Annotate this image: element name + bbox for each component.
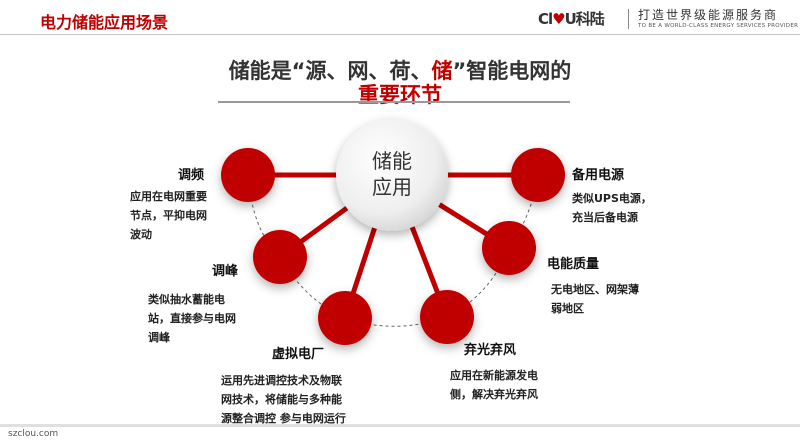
node-desc-power-quality: 无电地区、网架薄弱地区 (551, 283, 639, 315)
footer-divider (0, 424, 800, 427)
main-title-highlight: 重要环节 (358, 83, 442, 107)
node-desc-backup: 类似UPS电源，充当后备电源 (572, 192, 652, 224)
node-label-curtailment: 弃光弃风 (464, 343, 517, 358)
node-label-virtual-plant: 虚拟电厂 (272, 347, 325, 362)
node-label-peak: 调峰 (212, 264, 239, 279)
node-circle-backup (511, 148, 565, 202)
logo-separator (628, 9, 629, 29)
main-title: 储能是“源、网、荷、储”智能电网的 (228, 59, 572, 83)
node-desc-frequency: 应用在电网重要节点，平抑电网波动 (130, 190, 207, 241)
center-label: 储能应用 (372, 149, 412, 199)
slogan: 打造世界级能源服务商 (638, 8, 779, 22)
node-desc-curtailment: 应用在新能源发电侧，解决弃光弃风 (450, 369, 538, 401)
node-desc-peak: 类似抽水蓄能电站，直接参与电网调峰 (148, 293, 236, 344)
center-circle (336, 119, 448, 231)
node-circle-frequency (221, 148, 275, 202)
node-label-backup: 备用电源 (572, 168, 625, 183)
node-circle-peak (253, 230, 307, 284)
node-circle-curtailment (420, 290, 474, 344)
node-desc-virtual-plant: 运用先进调控技术及物联网技术，将储能与多种能源整合调控 参与电网运行 (221, 374, 346, 425)
footer-site: szclou.com (8, 429, 59, 439)
company-logo: Cl♥U科陆 (538, 10, 605, 28)
page-header-title: 电力储能应用场景 (40, 13, 169, 32)
node-label-frequency: 调频 (178, 168, 205, 183)
title-underline (218, 101, 570, 103)
header-divider (0, 34, 800, 35)
node-circle-virtual-plant (318, 291, 372, 345)
slogan-english: TO BE A WORLD-CLASS ENERGY SERVICES PROV… (638, 23, 799, 29)
node-label-power-quality: 电能质量 (547, 257, 600, 272)
node-circle-power-quality (482, 221, 536, 275)
